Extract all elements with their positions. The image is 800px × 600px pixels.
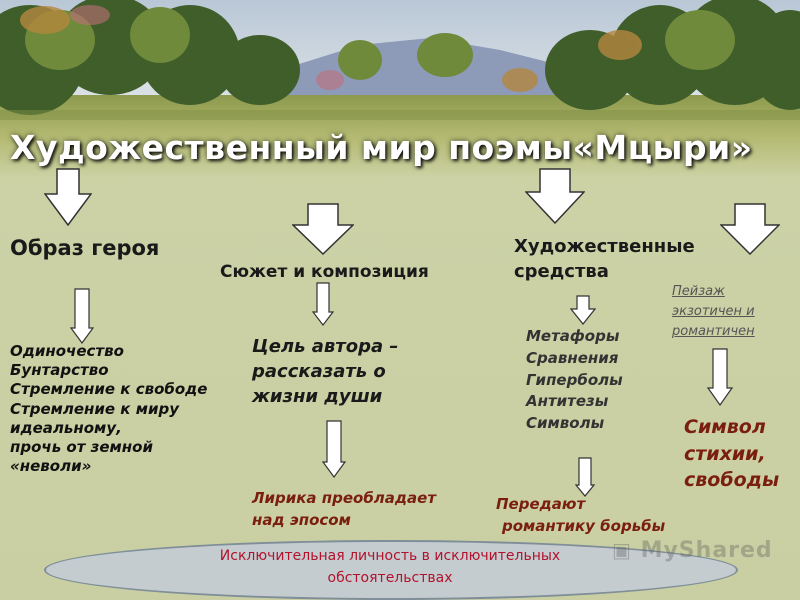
arrow-down-icon <box>707 348 733 406</box>
hero-heading: Образ героя <box>10 236 160 260</box>
symbol-line: Символ <box>684 416 766 438</box>
means-heading-line: Художественные <box>514 236 695 257</box>
arrow-down-icon <box>525 168 585 224</box>
symbol-line: свободы <box>684 469 780 492</box>
means-result: Передают романтику борьбы <box>496 494 665 538</box>
watermark-text: MyShared <box>640 538 773 563</box>
list-item: «неволи» <box>10 457 92 476</box>
page-title: Художественный мир поэмы«Мцыри» <box>10 128 753 167</box>
footer-line: обстоятельствах <box>327 569 453 586</box>
lyric-line: над эпосом <box>252 510 351 529</box>
arrow-down-icon <box>720 203 780 255</box>
list-item: Символы <box>526 414 605 432</box>
symbol-line: стихии, <box>684 442 766 465</box>
arrow-down-icon <box>70 288 94 344</box>
link-line[interactable]: Пейзаж <box>672 284 725 299</box>
plot-goal: Цель автора – рассказать о жизни души <box>252 334 398 410</box>
lyric-line: Лирика преобладает <box>252 489 437 507</box>
arrow-down-icon <box>575 457 595 497</box>
plot-lyric: Лирика преобладает над эпосом <box>252 488 436 532</box>
goal-line: рассказать о <box>252 361 386 383</box>
arrow-down-icon <box>570 295 596 325</box>
means-heading: Художественные средства <box>514 234 695 284</box>
list-item: Метафоры <box>526 327 620 345</box>
list-item: Гиперболы <box>526 370 623 389</box>
list-item: Стремление к свободе <box>10 380 208 399</box>
monitor-icon: ▣ <box>612 538 632 562</box>
list-item: идеальному, <box>10 418 122 437</box>
result-line: Передают <box>496 495 586 513</box>
watermark-logo: ▣ MyShared <box>612 538 773 563</box>
list-item: Сравнения <box>526 348 619 367</box>
footer-text: Исключительная личность в исключительных… <box>160 546 620 589</box>
arrow-down-icon <box>322 420 346 478</box>
link-line[interactable]: романтичен <box>672 324 755 340</box>
means-list: Метафоры Сравнения Гиперболы Антитезы Си… <box>526 326 623 435</box>
goal-line: жизни души <box>252 386 383 408</box>
arrow-down-icon <box>292 203 354 255</box>
landscape-symbol: Символ стихии, свободы <box>684 414 779 494</box>
arrow-down-icon <box>44 168 92 226</box>
list-item: Бунтарство <box>10 361 109 380</box>
result-line: романтику борьбы <box>502 516 666 535</box>
list-item: Стремление к миру <box>10 399 179 418</box>
list-item: Одиночество <box>10 342 124 360</box>
means-heading-line: средства <box>514 261 609 283</box>
plot-heading: Сюжет и композиция <box>220 262 429 282</box>
hero-traits: Одиночество Бунтарство Стремление к своб… <box>10 342 207 476</box>
link-line[interactable]: экзотичен и <box>672 304 755 320</box>
footer-oval <box>44 540 738 600</box>
footer-line: Исключительная личность в исключительных <box>219 548 561 564</box>
goal-line: Цель автора – <box>252 336 399 357</box>
list-item: прочь от земной <box>10 437 153 456</box>
list-item: Антитезы <box>526 392 609 411</box>
landscape-link[interactable]: Пейзаж экзотичен и романтичен <box>672 282 755 342</box>
arrow-down-icon <box>312 282 334 326</box>
